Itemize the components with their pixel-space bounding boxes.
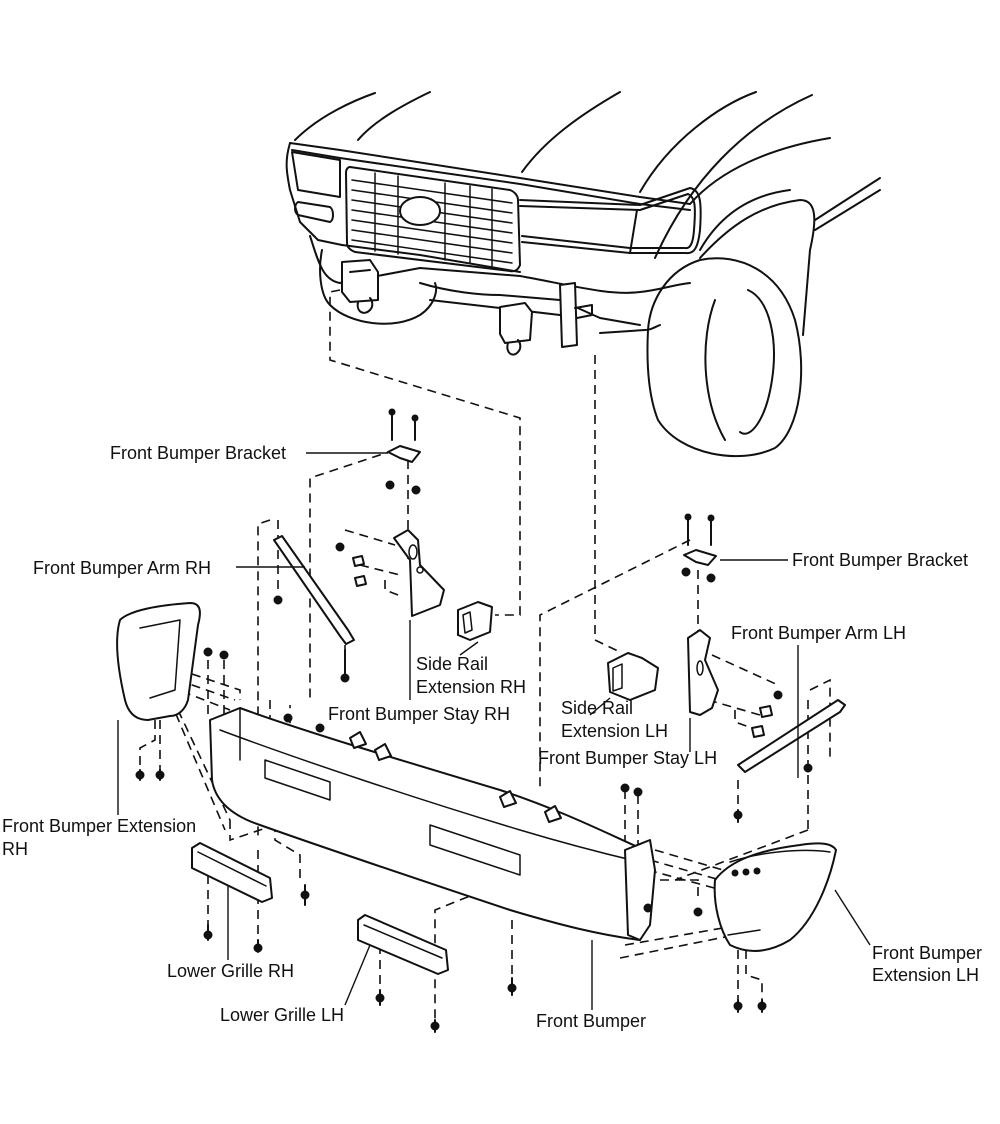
- label-front-bumper-extension-rh-line2: RH: [2, 839, 28, 859]
- label-lower-grille-lh: Lower Grille LH: [220, 1005, 345, 1025]
- label-front-bumper-stay-lh: Front Bumper Stay LH: [538, 748, 718, 768]
- truck-front-illustration: [285, 91, 881, 458]
- front-bumper: [209, 707, 703, 941]
- label-front-bumper-arm-lh: Front Bumper Arm LH: [731, 623, 907, 643]
- lower-grille-rh: [191, 842, 310, 953]
- front-bumper-extension-rh: [116, 602, 229, 781]
- label-front-bumper-bracket-lh: Front Bumper Bracket: [792, 550, 969, 570]
- label-side-rail-extension-lh-line2: Extension LH: [561, 721, 669, 741]
- front-bumper-stay-rh: [335, 529, 445, 617]
- lower-grille-lh: [357, 914, 517, 1033]
- label-side-rail-extension-lh-line1: Side Rail: [561, 698, 634, 718]
- label-side-rail-extension-rh-line2: Extension RH: [416, 677, 527, 697]
- leader-lines: [117, 452, 871, 1010]
- label-lower-grille-rh: Lower Grille RH: [167, 961, 295, 981]
- side-rail-extension-rh: [457, 601, 493, 641]
- front-bumper-stay-lh: [687, 629, 783, 738]
- label-side-rail-extension-rh-line1: Side Rail: [416, 654, 489, 674]
- label-front-bumper-extension-lh-line2: Extension LH: [872, 965, 980, 985]
- label-front-bumper-stay-rh: Front Bumper Stay RH: [328, 704, 511, 724]
- front-bumper-extension-lh: [713, 842, 837, 1013]
- front-bumper-bracket-lh: [681, 513, 717, 583]
- label-front-bumper-bracket-rh: Front Bumper Bracket: [110, 443, 287, 463]
- label-front-bumper-extension-lh-line1: Front Bumper: [872, 943, 983, 963]
- label-front-bumper-arm-rh: Front Bumper Arm RH: [33, 558, 212, 578]
- label-front-bumper-extension-rh-line1: Front Bumper Extension: [2, 816, 197, 836]
- label-front-bumper: Front Bumper: [536, 1011, 647, 1031]
- front-bumper-arm-rh: [273, 535, 355, 683]
- front-bumper-arm-lh: [733, 699, 846, 823]
- side-rail-extension-lh: [607, 652, 659, 701]
- front-bumper-bracket-rh: [385, 408, 421, 495]
